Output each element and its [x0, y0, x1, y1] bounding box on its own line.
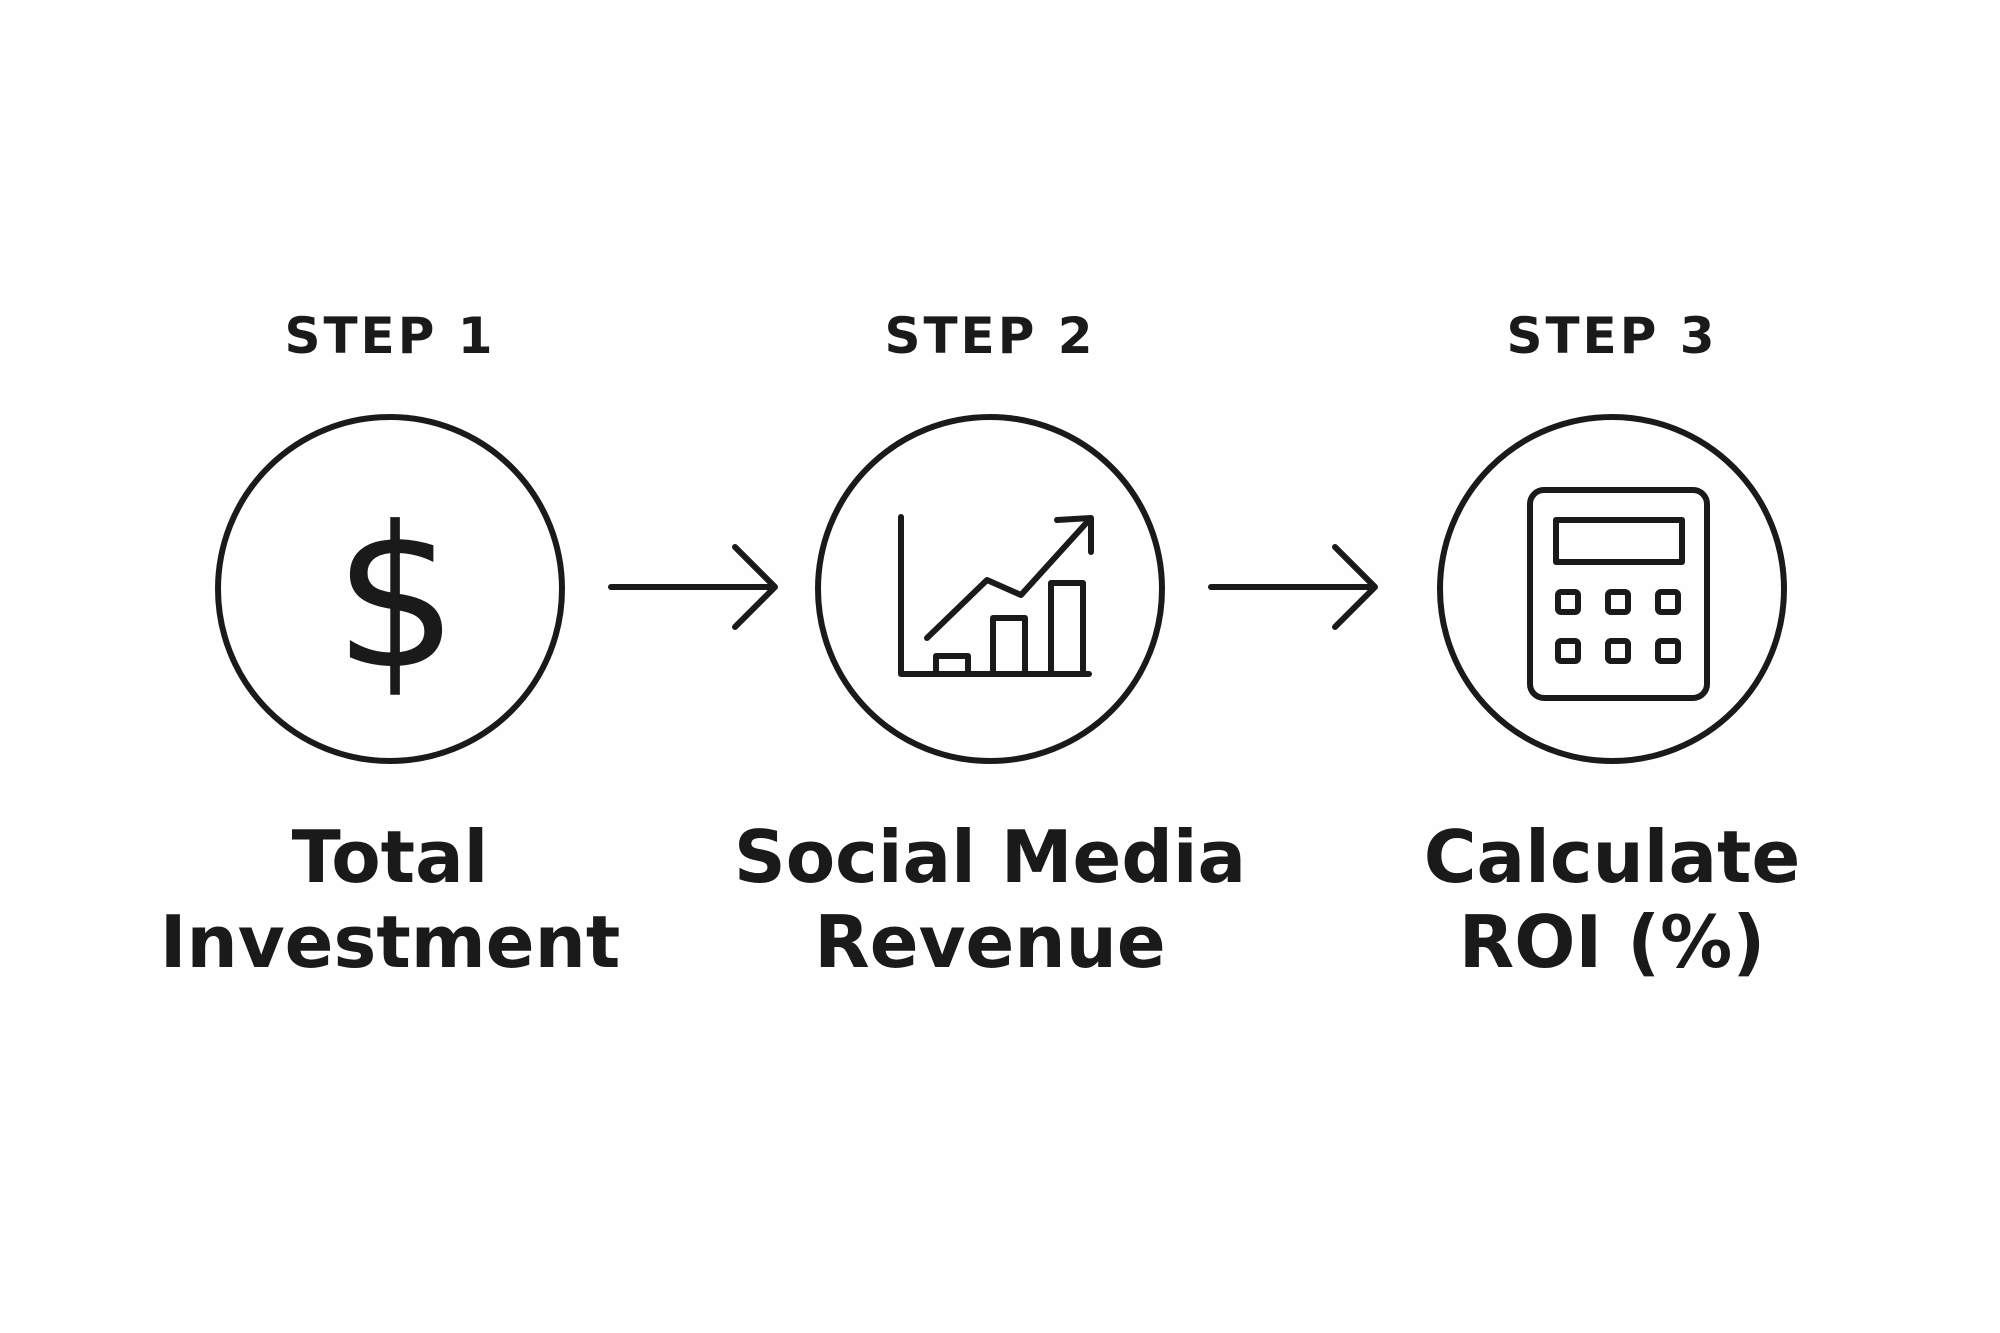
- step-circle: [815, 414, 1165, 764]
- step-title-line: Calculate: [1423, 815, 1801, 899]
- step-title: Calculate ROI (%): [1352, 815, 1872, 985]
- calculator-icon: [1527, 487, 1710, 701]
- step-label: STEP 2: [884, 307, 1096, 365]
- step-circle: [1437, 414, 1787, 764]
- step-label: STEP 1: [284, 307, 496, 365]
- step-3: STEP 3 Calculate ROI (%): [1352, 0, 1872, 1333]
- growth-chart-icon: [898, 514, 1094, 677]
- arrow-right-icon: [1208, 544, 1378, 630]
- step-title-line: Social Media: [733, 815, 1247, 899]
- step-title: Total Investment: [130, 815, 650, 985]
- step-title-line: ROI (%): [1458, 900, 1766, 984]
- step-title-line: Total: [291, 815, 489, 899]
- step-title-line: Revenue: [814, 900, 1166, 984]
- step-title: Social Media Revenue: [730, 815, 1250, 985]
- dollar-sign-icon: $: [334, 485, 459, 713]
- arrow-right-icon: [608, 544, 778, 630]
- step-label: STEP 3: [1506, 307, 1718, 365]
- step-title-line: Investment: [159, 900, 621, 984]
- step-2: STEP 2 Social Media Revenue: [730, 0, 1250, 1333]
- svg-text:$: $: [334, 485, 459, 713]
- step-circle: $: [215, 414, 565, 764]
- step-1: STEP 1 $ Total Investment: [130, 0, 650, 1333]
